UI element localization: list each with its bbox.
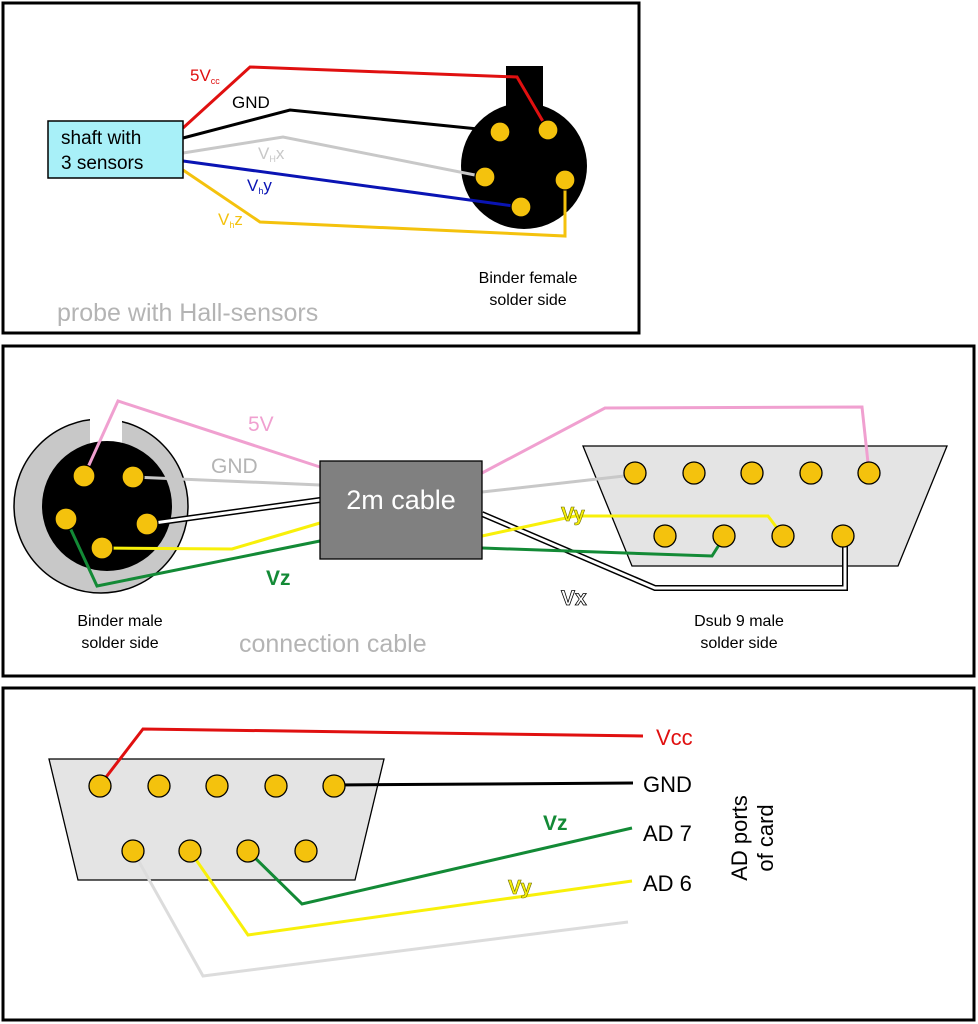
vx-label-cable: Vx — [561, 587, 587, 610]
binder-female-label-line2: solder side — [489, 292, 566, 309]
vcc-wire-card — [98, 727, 644, 786]
card-side-label: AD ports of card — [727, 795, 778, 881]
binder-female-pin — [554, 169, 576, 191]
binder-male-pin — [72, 464, 96, 488]
vz-wire-left — [64, 518, 321, 588]
vhx-wire — [182, 135, 486, 179]
ad7-port-label: AD 7 — [643, 821, 692, 846]
vy-wire-card — [188, 850, 633, 937]
vz-label-card: Vz — [543, 812, 568, 835]
5v-label: 5V — [248, 413, 274, 436]
dsub9-card-pin — [205, 774, 229, 798]
dsub9-pin — [799, 461, 823, 485]
gnd-label-cable: GND — [211, 455, 258, 478]
dsub9-card-pin — [88, 774, 112, 798]
cable-panel: 2m cable 5V GND Vy Vz Vx Binder male sol… — [1, 344, 976, 678]
vx-wire-card — [131, 850, 629, 978]
dsub9-pin — [831, 524, 855, 548]
gnd-wire-right — [481, 473, 634, 494]
binder-female-pin — [510, 196, 532, 218]
binder-male-pin — [135, 512, 159, 536]
card-side-label-line1: AD ports — [727, 795, 752, 881]
binder-male-pin — [90, 536, 114, 560]
dsub9-pin — [712, 524, 736, 548]
dsub9-pin — [857, 461, 881, 485]
dsub9-pin — [653, 524, 677, 548]
ad6-port-label: AD 6 — [643, 871, 692, 896]
vz-label-cable: Vz — [266, 567, 291, 590]
dsub9-card-pin — [322, 774, 346, 798]
vcc-label: 5Vcc — [190, 66, 220, 86]
dsub9-card-pin — [236, 839, 260, 863]
vhx-label: VHx — [258, 144, 285, 164]
dsub9-pin — [682, 461, 706, 485]
vcc-wire — [181, 65, 550, 131]
vcc-port-label: Vcc — [656, 725, 693, 750]
5v-wire-right — [481, 405, 871, 475]
card-panel: Vcc GND AD 7 AD 6 Vz Vy AD ports of card — [1, 686, 976, 1022]
dsub9-card-pin — [147, 774, 171, 798]
dsub9-card-pin — [264, 774, 288, 798]
binder-male-pin — [54, 507, 78, 531]
gnd-wire — [182, 108, 499, 140]
probe-caption: probe with Hall-sensors — [57, 299, 318, 327]
vhz-wire — [182, 168, 567, 238]
gnd-port-label: GND — [643, 772, 692, 797]
binder-female-label-line1: Binder female — [479, 270, 578, 287]
dsub9-label-line2: solder side — [700, 635, 777, 652]
gnd-wire-left — [132, 475, 321, 487]
dsub9-card-pin — [178, 839, 202, 863]
card-side-label-line2: of card — [753, 804, 778, 871]
vhy-label: Vhy — [247, 176, 272, 196]
dsub9-pin — [623, 461, 647, 485]
dsub9-pin — [740, 461, 764, 485]
probe-panel: shaft with 3 sensors 5Vcc GND VHx Vhy Vh… — [1, 1, 641, 335]
dsub9-card-pin — [121, 839, 145, 863]
dsub9-label-line1: Dsub 9 male — [694, 613, 784, 630]
gnd-wire-card — [333, 781, 634, 787]
gnd-label: GND — [232, 93, 270, 112]
binder-male-label-line1: Binder male — [77, 613, 162, 630]
binder-male-pin — [121, 465, 145, 489]
cable-label: 2m cable — [346, 485, 456, 515]
shaft-box — [47, 120, 184, 179]
dsub9-pin — [771, 524, 795, 548]
binder-male-label-line2: solder side — [81, 635, 158, 652]
dsub9-card-pin — [294, 839, 318, 863]
vy-label-cable: Vy — [561, 504, 586, 526]
binder-female-pin — [474, 166, 496, 188]
shaft-label-line1: shaft with — [61, 128, 141, 149]
shaft-label-line2: 3 sensors — [61, 153, 143, 174]
vy-wire-left — [101, 521, 321, 551]
vhy-wire — [182, 159, 522, 209]
cable-caption: connection cable — [239, 630, 427, 658]
binder-female-pin — [537, 119, 559, 141]
binder-female-key — [506, 66, 543, 106]
binder-female-pin — [489, 121, 511, 143]
vy-wire-right — [481, 514, 785, 538]
vz-wire-card — [246, 826, 633, 906]
vy-label-card: Vy — [508, 877, 533, 899]
vhz-label: Vhz — [218, 210, 243, 230]
cable-box — [319, 460, 483, 560]
5v-wire-left — [82, 399, 321, 477]
vx-wire-left — [146, 498, 321, 526]
